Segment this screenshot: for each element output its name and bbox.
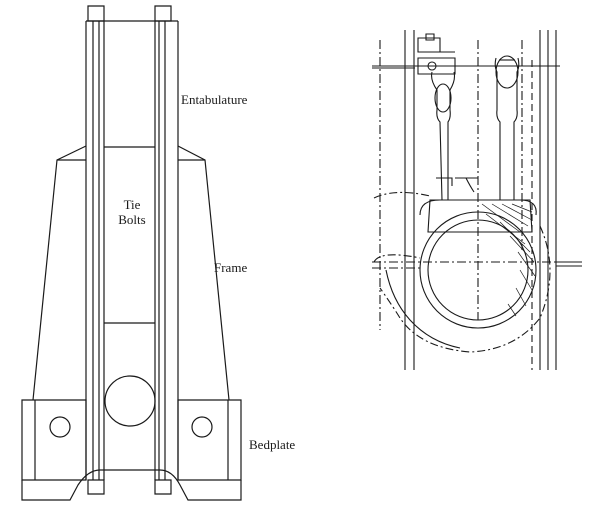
label-frame: Frame bbox=[214, 260, 248, 275]
centre-lines bbox=[380, 40, 522, 330]
crankshaft-bearing-circle bbox=[105, 376, 155, 426]
label-tie-bolts: Tie Bolts bbox=[116, 197, 148, 227]
bedplate-bolt-hole-left bbox=[50, 417, 70, 437]
bedplate bbox=[22, 400, 241, 500]
label-bedplate: Bedplate bbox=[249, 437, 296, 452]
label-tie-bolts-line1: Tie bbox=[123, 197, 141, 212]
crank-swing-circle bbox=[374, 192, 550, 352]
crosshead-bracket bbox=[418, 34, 455, 74]
crank-centre-lines bbox=[372, 262, 580, 268]
counterweight-arc bbox=[386, 270, 460, 348]
entablature-column bbox=[86, 21, 178, 480]
tie-bolt-right bbox=[159, 21, 165, 480]
frame-walls bbox=[405, 30, 556, 370]
tie-bolt-nut-top-left bbox=[88, 6, 104, 21]
label-tie-bolts-line2: Bolts bbox=[118, 212, 146, 227]
label-entablature: Entabulature bbox=[181, 92, 248, 107]
bedplate-bolt-hole-right bbox=[192, 417, 212, 437]
tie-bolt-left bbox=[93, 21, 99, 480]
a-frame-legs bbox=[33, 146, 229, 400]
crank-web bbox=[420, 200, 536, 328]
crank-mechanism-drawing bbox=[372, 30, 582, 370]
tie-bolt-nut-top-right bbox=[155, 6, 171, 21]
tie-bolt-nut-bottom-right bbox=[155, 480, 171, 494]
a-frame-drawing bbox=[22, 6, 241, 500]
tie-bolt-nut-bottom-left bbox=[88, 480, 104, 494]
crosshead-pin bbox=[428, 178, 532, 232]
connecting-rod-right bbox=[495, 56, 519, 200]
crank-web-hatching bbox=[482, 204, 535, 316]
connecting-rod-left bbox=[432, 72, 455, 200]
